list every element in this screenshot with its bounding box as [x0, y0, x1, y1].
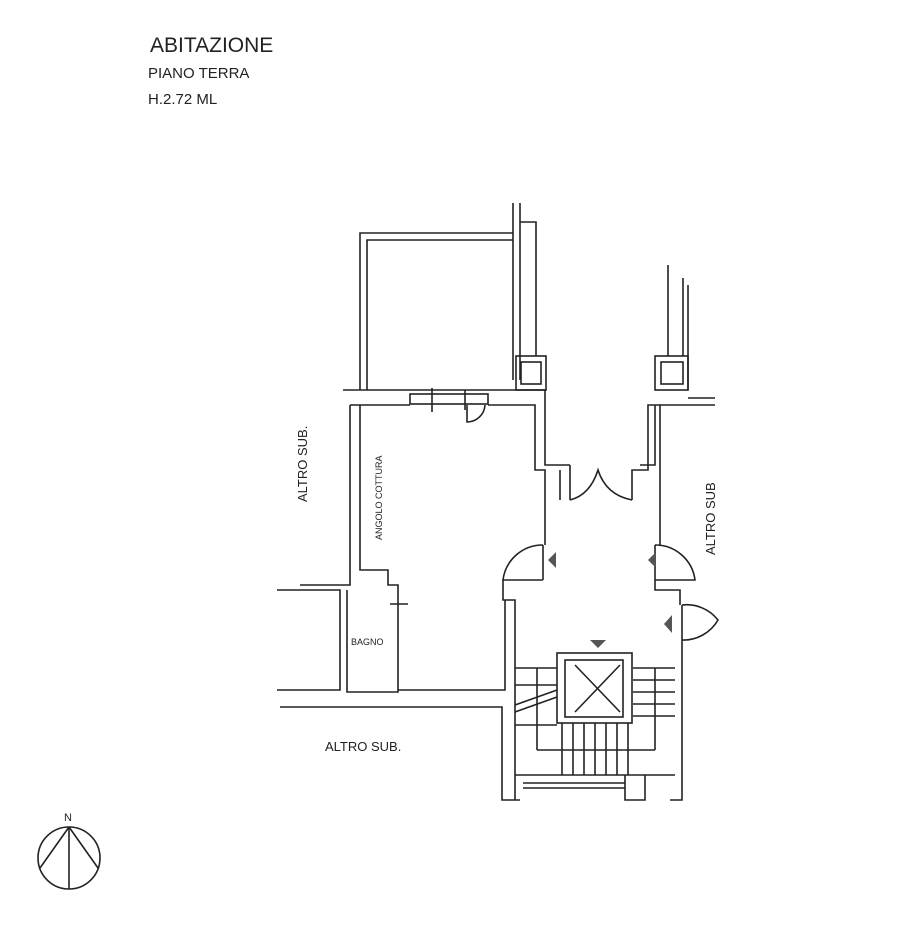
right-neighbor-label: ALTRO SUB — [703, 482, 718, 555]
north-arrow-icon: N — [37, 812, 101, 890]
main-walls — [343, 265, 715, 545]
kitchen-label: ANGOLO COTTURA — [374, 455, 384, 540]
plan-title: ABITAZIONE — [150, 34, 274, 57]
bathroom-label: BAGNO — [351, 637, 384, 647]
north-label: N — [64, 812, 72, 824]
upper-room-walls — [359, 203, 547, 391]
kitchen-bath-walls — [277, 405, 520, 801]
bottom-neighbor-label: ALTRO SUB. — [325, 739, 401, 754]
stair-core — [514, 640, 675, 801]
floor-label: PIANO TERRA — [148, 65, 250, 82]
doors — [502, 544, 719, 801]
height-label: H.2.72 ML — [148, 91, 218, 108]
left-neighbor-label: ALTRO SUB. — [295, 426, 310, 502]
